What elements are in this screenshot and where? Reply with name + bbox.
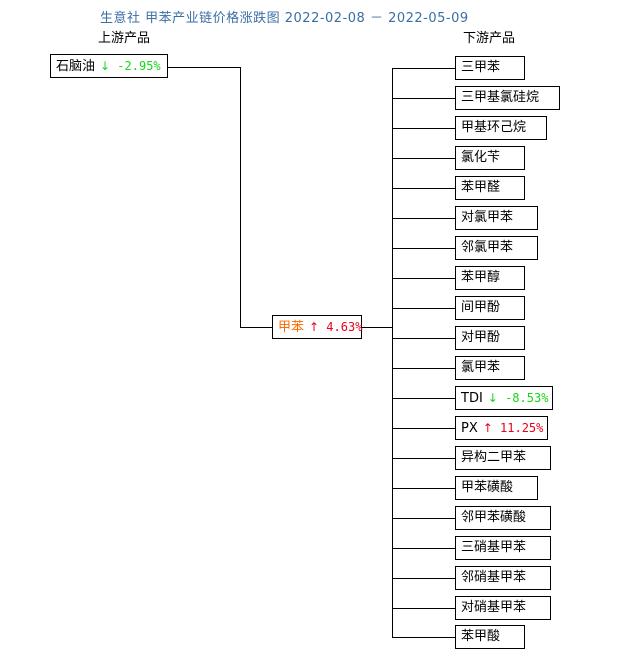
node-downstream-5[interactable]: 对氯甲苯 bbox=[455, 206, 538, 230]
node-label: 三甲基氯硅烷 bbox=[461, 90, 540, 105]
node-label: 对氯甲苯 bbox=[461, 210, 514, 225]
node-upstream-0[interactable]: 石脑油 ↓ -2.95% bbox=[50, 54, 168, 78]
node-label: 苯甲醇 bbox=[461, 270, 501, 285]
downstream-branch-3 bbox=[392, 158, 455, 159]
downstream-branch-16 bbox=[392, 548, 455, 549]
downstream-branch-13 bbox=[392, 458, 455, 459]
upstream-column-header: 上游产品 bbox=[98, 31, 151, 46]
downstream-branch-14 bbox=[392, 488, 455, 489]
change-up-value: ↑ 4.63% bbox=[309, 320, 363, 334]
arrow-up-icon: ↑ bbox=[309, 320, 320, 334]
change-up-value: ↑ 11.25% bbox=[482, 421, 544, 435]
node-label: 甲苯 bbox=[278, 320, 305, 335]
node-downstream-7[interactable]: 苯甲醇 bbox=[455, 266, 525, 290]
upstream-connector-vertical bbox=[240, 67, 241, 327]
upstream-connector-bottom bbox=[240, 327, 272, 328]
node-label: 氯甲苯 bbox=[461, 360, 501, 375]
node-downstream-10[interactable]: 氯甲苯 bbox=[455, 356, 525, 380]
change-down-value: ↓ -8.53% bbox=[487, 391, 549, 405]
downstream-column-header: 下游产品 bbox=[463, 31, 516, 46]
node-downstream-6[interactable]: 邻氯甲苯 bbox=[455, 236, 538, 260]
node-label: 对硝基甲苯 bbox=[461, 600, 527, 615]
node-label: 邻甲苯磺酸 bbox=[461, 510, 527, 525]
node-label: 甲苯磺酸 bbox=[461, 480, 514, 495]
node-downstream-16[interactable]: 三硝基甲苯 bbox=[455, 536, 551, 560]
page-title: 生意社 甲苯产业链价格涨跌图 2022-02-08 － 2022-05-09 bbox=[100, 11, 469, 26]
node-label: 三硝基甲苯 bbox=[461, 540, 527, 555]
node-label: 间甲酚 bbox=[461, 300, 501, 315]
arrow-down-icon: ↓ bbox=[100, 59, 111, 73]
arrow-up-icon: ↑ bbox=[482, 421, 493, 435]
arrow-down-icon: ↓ bbox=[487, 391, 498, 405]
downstream-branch-4 bbox=[392, 188, 455, 189]
node-label: PX bbox=[461, 421, 478, 436]
node-downstream-15[interactable]: 邻甲苯磺酸 bbox=[455, 506, 551, 530]
change-down-value: ↓ -2.95% bbox=[100, 59, 161, 73]
node-downstream-11[interactable]: TDI ↓ -8.53% bbox=[455, 386, 553, 410]
node-label: 甲基环己烷 bbox=[461, 120, 527, 135]
node-downstream-8[interactable]: 间甲酚 bbox=[455, 296, 525, 320]
node-downstream-18[interactable]: 对硝基甲苯 bbox=[455, 596, 551, 620]
downstream-trunk-line bbox=[392, 68, 393, 637]
node-label: 邻硝基甲苯 bbox=[461, 570, 527, 585]
node-label: 苯甲酸 bbox=[461, 629, 501, 644]
upstream-connector-top bbox=[168, 67, 240, 68]
node-center[interactable]: 甲苯 ↑ 4.63% bbox=[272, 315, 362, 339]
node-label: 石脑油 bbox=[56, 59, 96, 74]
downstream-branch-19 bbox=[392, 637, 455, 638]
node-downstream-9[interactable]: 对甲酚 bbox=[455, 326, 525, 350]
node-label: TDI bbox=[461, 391, 483, 406]
downstream-branch-6 bbox=[392, 248, 455, 249]
node-downstream-17[interactable]: 邻硝基甲苯 bbox=[455, 566, 551, 590]
node-label: 对甲酚 bbox=[461, 330, 501, 345]
downstream-branch-11 bbox=[392, 398, 455, 399]
downstream-branch-18 bbox=[392, 608, 455, 609]
node-downstream-14[interactable]: 甲苯磺酸 bbox=[455, 476, 538, 500]
node-label: 异构二甲苯 bbox=[461, 450, 527, 465]
downstream-branch-0 bbox=[392, 68, 455, 69]
node-downstream-0[interactable]: 三甲苯 bbox=[455, 56, 525, 80]
downstream-branch-12 bbox=[392, 428, 455, 429]
node-downstream-3[interactable]: 氯化苄 bbox=[455, 146, 525, 170]
downstream-branch-7 bbox=[392, 278, 455, 279]
center-to-trunk-connector bbox=[362, 327, 392, 328]
node-label: 三甲苯 bbox=[461, 60, 501, 75]
node-downstream-13[interactable]: 异构二甲苯 bbox=[455, 446, 551, 470]
node-downstream-1[interactable]: 三甲基氯硅烷 bbox=[455, 86, 560, 110]
node-label: 邻氯甲苯 bbox=[461, 240, 514, 255]
node-label: 氯化苄 bbox=[461, 150, 501, 165]
node-downstream-12[interactable]: PX ↑ 11.25% bbox=[455, 416, 548, 440]
downstream-branch-10 bbox=[392, 368, 455, 369]
downstream-branch-5 bbox=[392, 218, 455, 219]
node-downstream-2[interactable]: 甲基环己烷 bbox=[455, 116, 547, 140]
downstream-branch-15 bbox=[392, 518, 455, 519]
node-downstream-19[interactable]: 苯甲酸 bbox=[455, 625, 525, 649]
downstream-branch-8 bbox=[392, 308, 455, 309]
downstream-branch-17 bbox=[392, 578, 455, 579]
node-label: 苯甲醛 bbox=[461, 180, 501, 195]
downstream-branch-9 bbox=[392, 338, 455, 339]
downstream-branch-1 bbox=[392, 98, 455, 99]
downstream-branch-2 bbox=[392, 128, 455, 129]
node-downstream-4[interactable]: 苯甲醛 bbox=[455, 176, 525, 200]
